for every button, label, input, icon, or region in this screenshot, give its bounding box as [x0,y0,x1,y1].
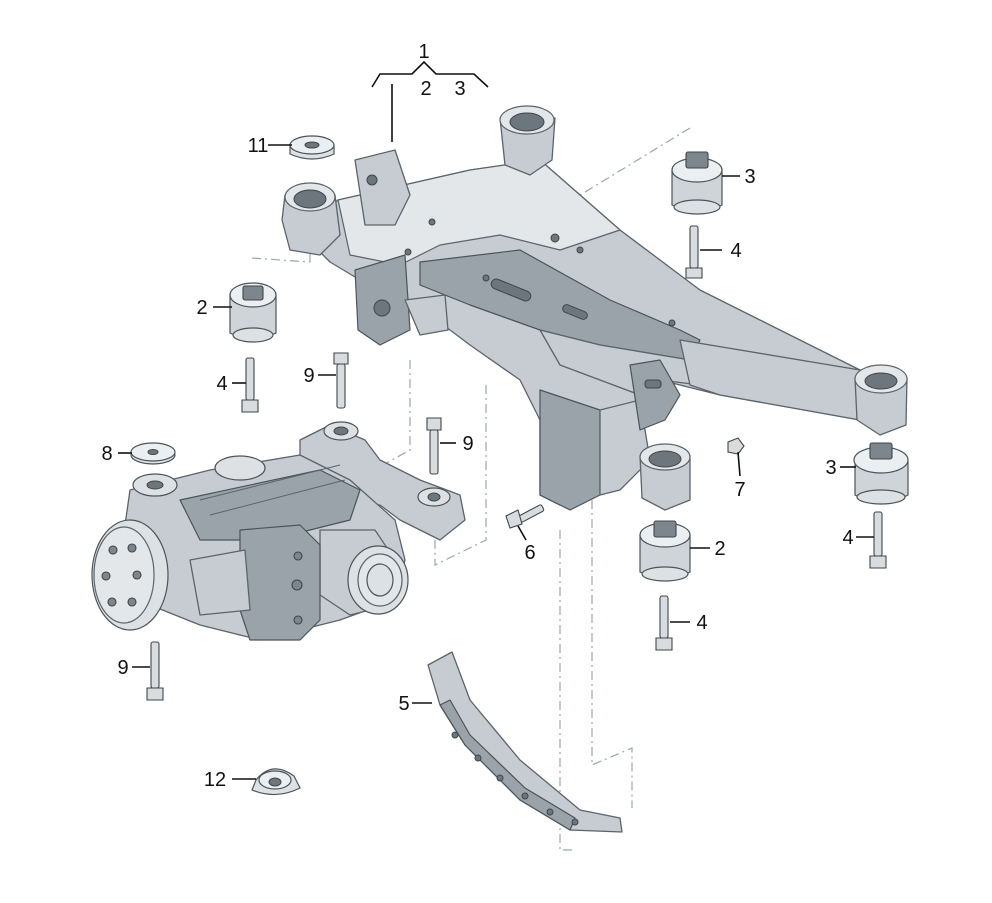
socket-front-right [854,364,908,436]
label-4-middle: 4 [696,612,707,634]
clutch-actuator [189,524,321,641]
label-8: 8 [101,443,112,465]
label-3-lower-right: 3 [825,457,836,479]
label-2-top: 2 [420,78,431,100]
label-4-left: 4 [216,373,227,395]
label-1: 1 [418,41,429,63]
label-9-upper-mid: 9 [462,433,473,455]
label-9-lower: 9 [117,657,128,679]
bolt-4-lower-right [869,511,887,569]
label-4-upper-right: 4 [730,240,741,262]
socket-front-left [639,443,691,511]
label-3-top: 3 [454,78,465,100]
label-6: 6 [524,542,535,564]
bolt-9-upper-left [333,352,349,409]
bushing-2-left [229,282,277,343]
bushing-2-middle [639,520,691,582]
leader-lines [118,60,874,780]
nut-7 [727,437,745,455]
differential-assembly [91,421,466,641]
bolt-4-middle [655,595,673,651]
rear-subframe [281,105,908,511]
drive-flange [91,519,169,631]
socket-rear-right [499,105,556,176]
label-7: 7 [734,479,745,501]
label-5: 5 [398,693,409,715]
label-3-upper-right: 3 [744,166,755,188]
label-11: 11 [248,135,269,157]
brace-5 [427,651,623,833]
bolt-4-left [241,357,259,413]
bushing-3-upper-right [671,151,723,215]
socket-rear-left [281,182,341,256]
bushing-3-lower-right [853,442,909,505]
label-4-lower-right: 4 [842,527,853,549]
washer-8 [130,442,176,465]
label-9-upper-left: 9 [303,365,314,387]
bolt-6 [505,504,545,529]
bolt-9-lower [146,641,164,701]
label-2-middle: 2 [714,538,725,560]
label-12: 12 [204,769,226,791]
cap-nut-12 [251,768,301,796]
bolt-9-upper-mid [426,417,442,475]
washer-11 [289,135,335,160]
bolt-4-upper-right [685,225,703,279]
label-2-left: 2 [196,297,207,319]
output-flange [319,529,409,616]
part-labels: 1 2 3 11 3 4 2 4 9 9 8 7 3 4 6 2 4 9 5 1… [101,41,853,791]
